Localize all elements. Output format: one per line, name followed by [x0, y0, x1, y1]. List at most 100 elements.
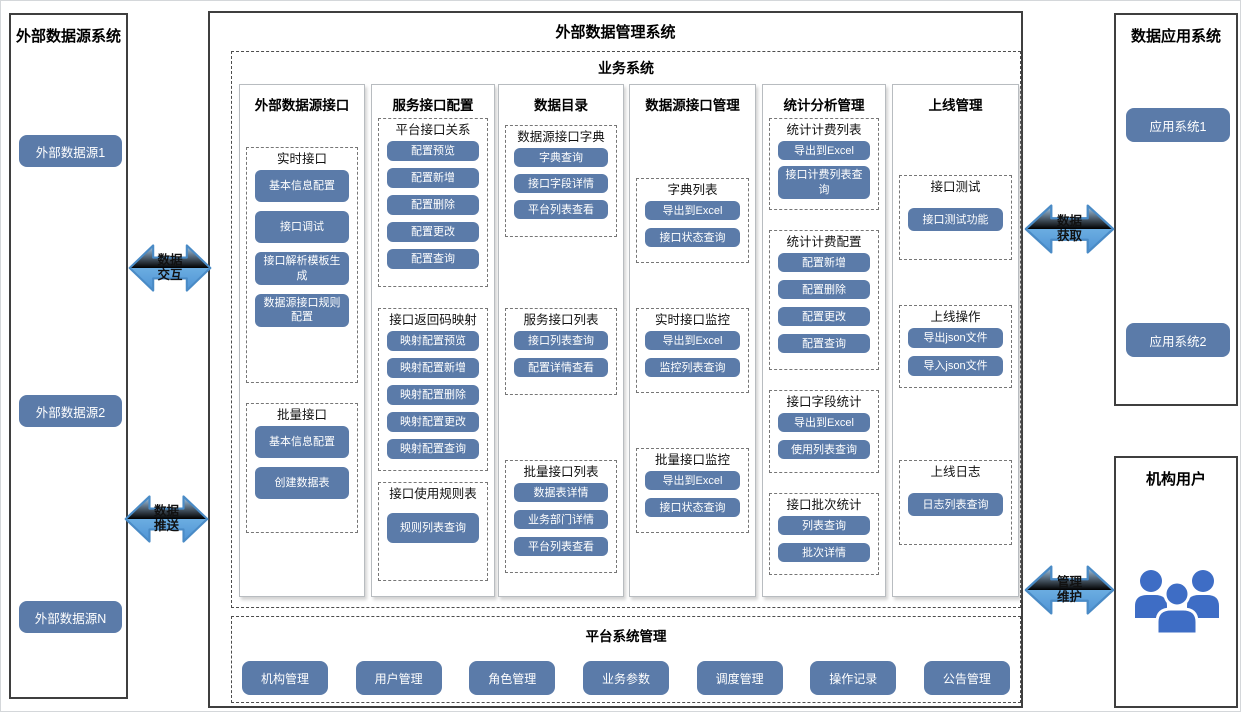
function-button[interactable]: 字典查询: [514, 148, 608, 168]
function-button[interactable]: 配置新增: [778, 253, 870, 273]
function-button[interactable]: 映射配置预览: [387, 331, 479, 352]
function-button[interactable]: 导出到Excel: [645, 201, 740, 221]
platform-button[interactable]: 用户管理: [355, 661, 442, 695]
function-button[interactable]: 接口字段详情: [514, 174, 608, 194]
function-button[interactable]: 接口状态查询: [645, 498, 740, 518]
function-group: 数据源接口字典字典查询接口字段详情平台列表查看: [505, 125, 617, 237]
platform-button[interactable]: 调度管理: [696, 661, 783, 695]
function-button[interactable]: 业务部门详情: [514, 510, 608, 530]
function-group: 接口返回码映射映射配置预览映射配置新增映射配置删除映射配置更改映射配置查询: [378, 308, 488, 471]
function-group: 接口测试接口测试功能: [899, 175, 1012, 260]
function-button[interactable]: 导出到Excel: [645, 471, 740, 491]
application-system-1-node[interactable]: 应用系统1: [1126, 108, 1230, 142]
external-datasource-1-node[interactable]: 外部数据源1: [19, 135, 122, 167]
group-buttons: 导出到Excel 监控列表查询: [637, 331, 748, 378]
function-button[interactable]: 配置查询: [387, 249, 479, 270]
group-title: 实时接口: [276, 152, 327, 166]
function-button[interactable]: 日志列表查询: [908, 493, 1003, 517]
column-title: 数据源接口管理: [645, 98, 740, 113]
function-button[interactable]: 监控列表查询: [645, 358, 740, 378]
function-button[interactable]: 接口状态查询: [645, 228, 740, 248]
group-title: 数据源接口字典: [517, 130, 605, 144]
users-icon: [1135, 570, 1219, 636]
platform-button[interactable]: 角色管理: [469, 661, 556, 695]
group-title: 批量接口: [276, 408, 327, 422]
function-group: 字典列表导出到Excel 接口状态查询: [636, 178, 749, 263]
group-title: 接口使用规则表: [389, 487, 477, 501]
group-buttons: 基本信息配置创建数据表: [247, 426, 357, 500]
function-button[interactable]: 映射配置删除: [387, 385, 479, 406]
platform-buttons-row: 机构管理用户管理角色管理业务参数调度管理操作记录公告管理: [242, 661, 1010, 695]
function-button[interactable]: 导入json文件: [908, 356, 1003, 377]
function-button[interactable]: 映射配置查询: [387, 439, 479, 460]
external-data-management-system-panel: 外部数据管理系统 业务系统 外部数据源接口实时接口基本信息配置接口调试接口解析模…: [208, 11, 1023, 708]
function-button[interactable]: 配置删除: [387, 195, 479, 216]
function-group: 批量接口基本信息配置创建数据表: [246, 403, 358, 533]
group-title: 统计计费列表: [786, 123, 862, 137]
function-button[interactable]: 列表查询: [778, 516, 870, 536]
arrow-label: 管理 维护: [1056, 575, 1082, 604]
function-button[interactable]: 映射配置新增: [387, 358, 479, 379]
platform-button[interactable]: 机构管理: [242, 661, 328, 695]
function-button[interactable]: 导出到Excel: [778, 413, 870, 433]
business-system-box: 业务系统 外部数据源接口实时接口基本信息配置接口调试接口解析模板生成数据源接口规…: [231, 51, 1021, 608]
function-button[interactable]: 导出到Excel: [778, 141, 870, 161]
function-button[interactable]: 接口调试: [255, 211, 349, 244]
function-button[interactable]: 接口测试功能: [908, 208, 1003, 232]
group-title: 服务接口列表: [523, 313, 599, 327]
function-button[interactable]: 接口列表查询: [514, 331, 608, 351]
function-button[interactable]: 配置新增: [387, 168, 479, 189]
group-title: 上线日志: [930, 465, 981, 479]
function-button[interactable]: 基本信息配置: [255, 426, 349, 459]
function-button[interactable]: 配置预览: [387, 141, 479, 162]
function-button[interactable]: 基本信息配置: [255, 170, 349, 203]
function-button[interactable]: 配置更改: [778, 307, 870, 327]
function-button[interactable]: 平台列表查看: [514, 537, 608, 557]
external-datasource-n-node[interactable]: 外部数据源N: [19, 601, 122, 633]
manage-maintain-arrow: 管理 维护: [1024, 563, 1115, 617]
function-button[interactable]: 批次详情: [778, 543, 870, 563]
function-button[interactable]: 数据源接口规则配置: [255, 293, 349, 327]
group-title: 批量接口列表: [523, 465, 599, 479]
data-push-arrow: 数据 推送: [124, 493, 209, 545]
function-button[interactable]: 配置详情查看: [514, 358, 608, 378]
function-button[interactable]: 规则列表查询: [387, 513, 479, 544]
function-button[interactable]: 配置查询: [778, 334, 870, 354]
group-title: 实时接口监控: [654, 313, 730, 327]
group-buttons: 映射配置预览映射配置新增映射配置删除映射配置更改映射配置查询: [379, 331, 487, 460]
function-button[interactable]: 配置删除: [778, 280, 870, 300]
group-buttons: 导出json文件导入json文件: [900, 328, 1011, 377]
function-group: 批量接口列表数据表详情业务部门详情平台列表查看: [505, 460, 617, 573]
function-button[interactable]: 平台列表查看: [514, 200, 608, 220]
function-button[interactable]: 映射配置更改: [387, 412, 479, 433]
function-button[interactable]: 接口计费列表查询: [778, 166, 870, 199]
double-arrow-icon: [128, 244, 212, 292]
double-arrow-icon: [1024, 204, 1115, 254]
function-button[interactable]: 配置更改: [387, 222, 479, 243]
function-button[interactable]: 导出到Excel: [645, 331, 740, 351]
org-user-panel: 机构用户: [1114, 456, 1238, 708]
double-arrow-icon: [124, 495, 209, 543]
group-buttons: 导出到Excel 接口计费列表查询: [770, 141, 878, 199]
arrow-label: 数据 获取: [1056, 214, 1082, 243]
function-group: 统计计费配置配置新增配置删除配置更改配置查询: [769, 230, 879, 370]
function-button[interactable]: 创建数据表: [255, 467, 349, 500]
column-title: 统计分析管理: [783, 98, 865, 113]
panel-title: 外部数据源系统: [15, 28, 121, 45]
platform-button[interactable]: 公告管理: [923, 661, 1010, 695]
function-group: 上线操作导出json文件导入json文件: [899, 305, 1012, 388]
function-group: 服务接口列表接口列表查询配置详情查看: [505, 308, 617, 395]
function-button[interactable]: 使用列表查询: [778, 440, 870, 460]
function-button[interactable]: 导出json文件: [908, 328, 1003, 349]
external-datasource-2-node[interactable]: 外部数据源2: [19, 395, 122, 427]
function-button[interactable]: 接口解析模板生成: [255, 252, 349, 285]
group-title: 字典列表: [667, 183, 718, 197]
platform-button[interactable]: 业务参数: [582, 661, 669, 695]
application-system-2-node[interactable]: 应用系统2: [1126, 323, 1230, 357]
function-button[interactable]: 数据表详情: [514, 483, 608, 503]
function-group: 统计计费列表导出到Excel 接口计费列表查询: [769, 118, 879, 210]
platform-button[interactable]: 操作记录: [810, 661, 897, 695]
